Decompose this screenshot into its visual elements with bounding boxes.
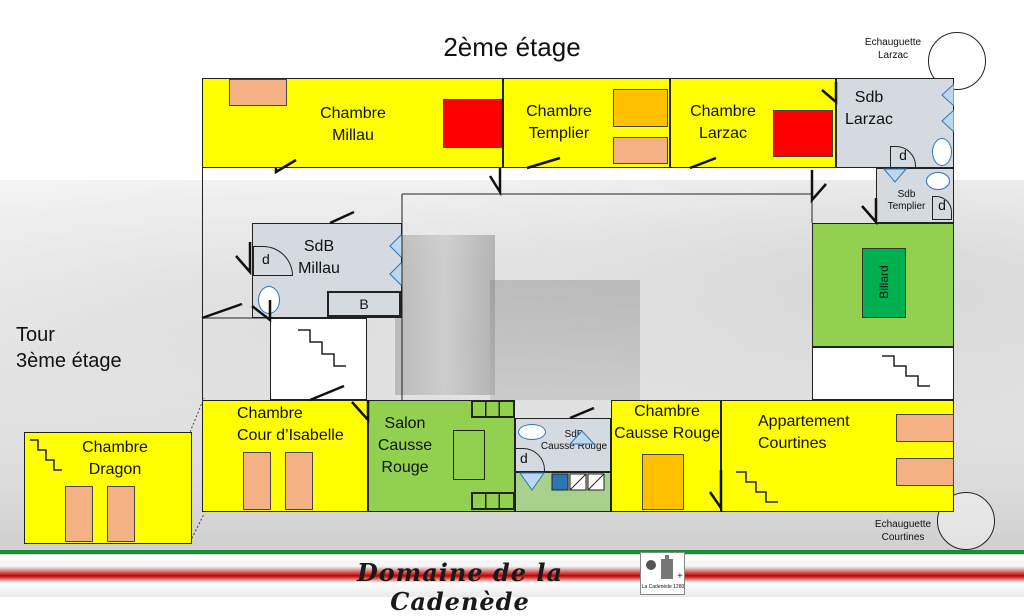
watchtower-larzac-line1: Echauguette (864, 37, 922, 48)
salon-window-top (471, 400, 515, 418)
room-label-courtines: Appartement Courtines (758, 413, 850, 452)
logo-icon: + (640, 552, 685, 595)
bed-causse-rouge (642, 454, 684, 510)
bed-templier-small (613, 137, 668, 164)
room-label-millau: Chambre Millau (320, 105, 386, 144)
stairs-courtines-icon (736, 471, 778, 503)
salon-table (453, 430, 485, 480)
bed-larzac (773, 110, 833, 157)
room-label-sdb-larzac: Sdb Larzac (844, 89, 894, 128)
room-label-salon: Salon Causse Rouge (377, 415, 433, 476)
room-appartement-courtines: Appartement Courtines (721, 400, 954, 512)
stairs-left-icon (298, 329, 346, 367)
bed-cour-isabelle-1 (243, 452, 271, 510)
footer-banner (0, 550, 1024, 597)
room-label-sdb-millau: SdB Millau (298, 238, 340, 277)
tour-label: Tour 3ème étage (16, 322, 122, 374)
room-label-dragon: Chambre Dragon (82, 439, 148, 478)
room-label-sdb-templier: Sdb Templier (887, 189, 926, 212)
room-label-larzac: Chambre Larzac (690, 103, 756, 142)
stairs-dragon-icon (30, 439, 62, 471)
bed-templier (613, 89, 668, 127)
watchtower-courtines-line1: Echauguette (874, 519, 932, 530)
tour-connector-lines (190, 397, 205, 543)
logo-caption: La Cadenède 1280 (641, 584, 685, 590)
bed-cour-isabelle-2 (285, 452, 313, 510)
watchtower-courtines-line2: Courtines (881, 532, 925, 543)
stairs-right-icon (882, 355, 930, 387)
room-label-cour-isabelle: Chambre Cour d’Isabelle (237, 405, 344, 444)
sink-sdb-larzac-icon (941, 83, 954, 133)
room-label-causse-rouge: Chambre Causse Rouge (614, 403, 720, 442)
room-label-templier: Chambre Templier (526, 103, 592, 142)
tour-label-line1: Tour (16, 324, 55, 346)
watchtower-courtines-label: Echauguette Courtines (858, 518, 948, 544)
bed-millau (443, 99, 502, 148)
bathtub-sdb-millau: B (327, 291, 401, 317)
bed-dragon-1 (65, 486, 93, 542)
shower-sdb-templier: d (932, 196, 952, 220)
toilet-sdb-causse (518, 424, 546, 440)
sink-sdb-millau-icon (389, 233, 402, 287)
inner-walls (201, 82, 878, 513)
castle-icon: + (646, 555, 683, 582)
background-tower (395, 235, 495, 395)
svg-text:+: + (677, 571, 683, 582)
sink-sdb-causse-icon (519, 472, 605, 491)
background-house (490, 280, 640, 400)
bed-courtines-1 (896, 414, 954, 442)
bed-millau-small (229, 79, 287, 106)
salon-window-bottom (471, 492, 515, 510)
watchtower-larzac-line2: Larzac (877, 50, 908, 61)
room-label-sdb-causse: SdB Causse Rouge (540, 429, 608, 452)
billiard-table: Billard (862, 248, 906, 318)
watchtower-larzac-label: Echauguette Larzac (848, 36, 938, 62)
toilet-sdb-larzac (932, 138, 952, 166)
footer-brand: Domaine de la Cadenède (356, 558, 564, 616)
sink-sdb-causse-top-icon (568, 430, 596, 445)
page-title: 2ème étage (443, 32, 581, 62)
bed-courtines-2 (896, 458, 954, 486)
tour-label-line2: 3ème étage (16, 350, 122, 372)
bed-dragon-2 (107, 486, 135, 542)
toilet-sdb-templier (926, 172, 950, 190)
stairwell-left (270, 318, 367, 400)
sink-sdb-templier-icon (882, 168, 908, 183)
